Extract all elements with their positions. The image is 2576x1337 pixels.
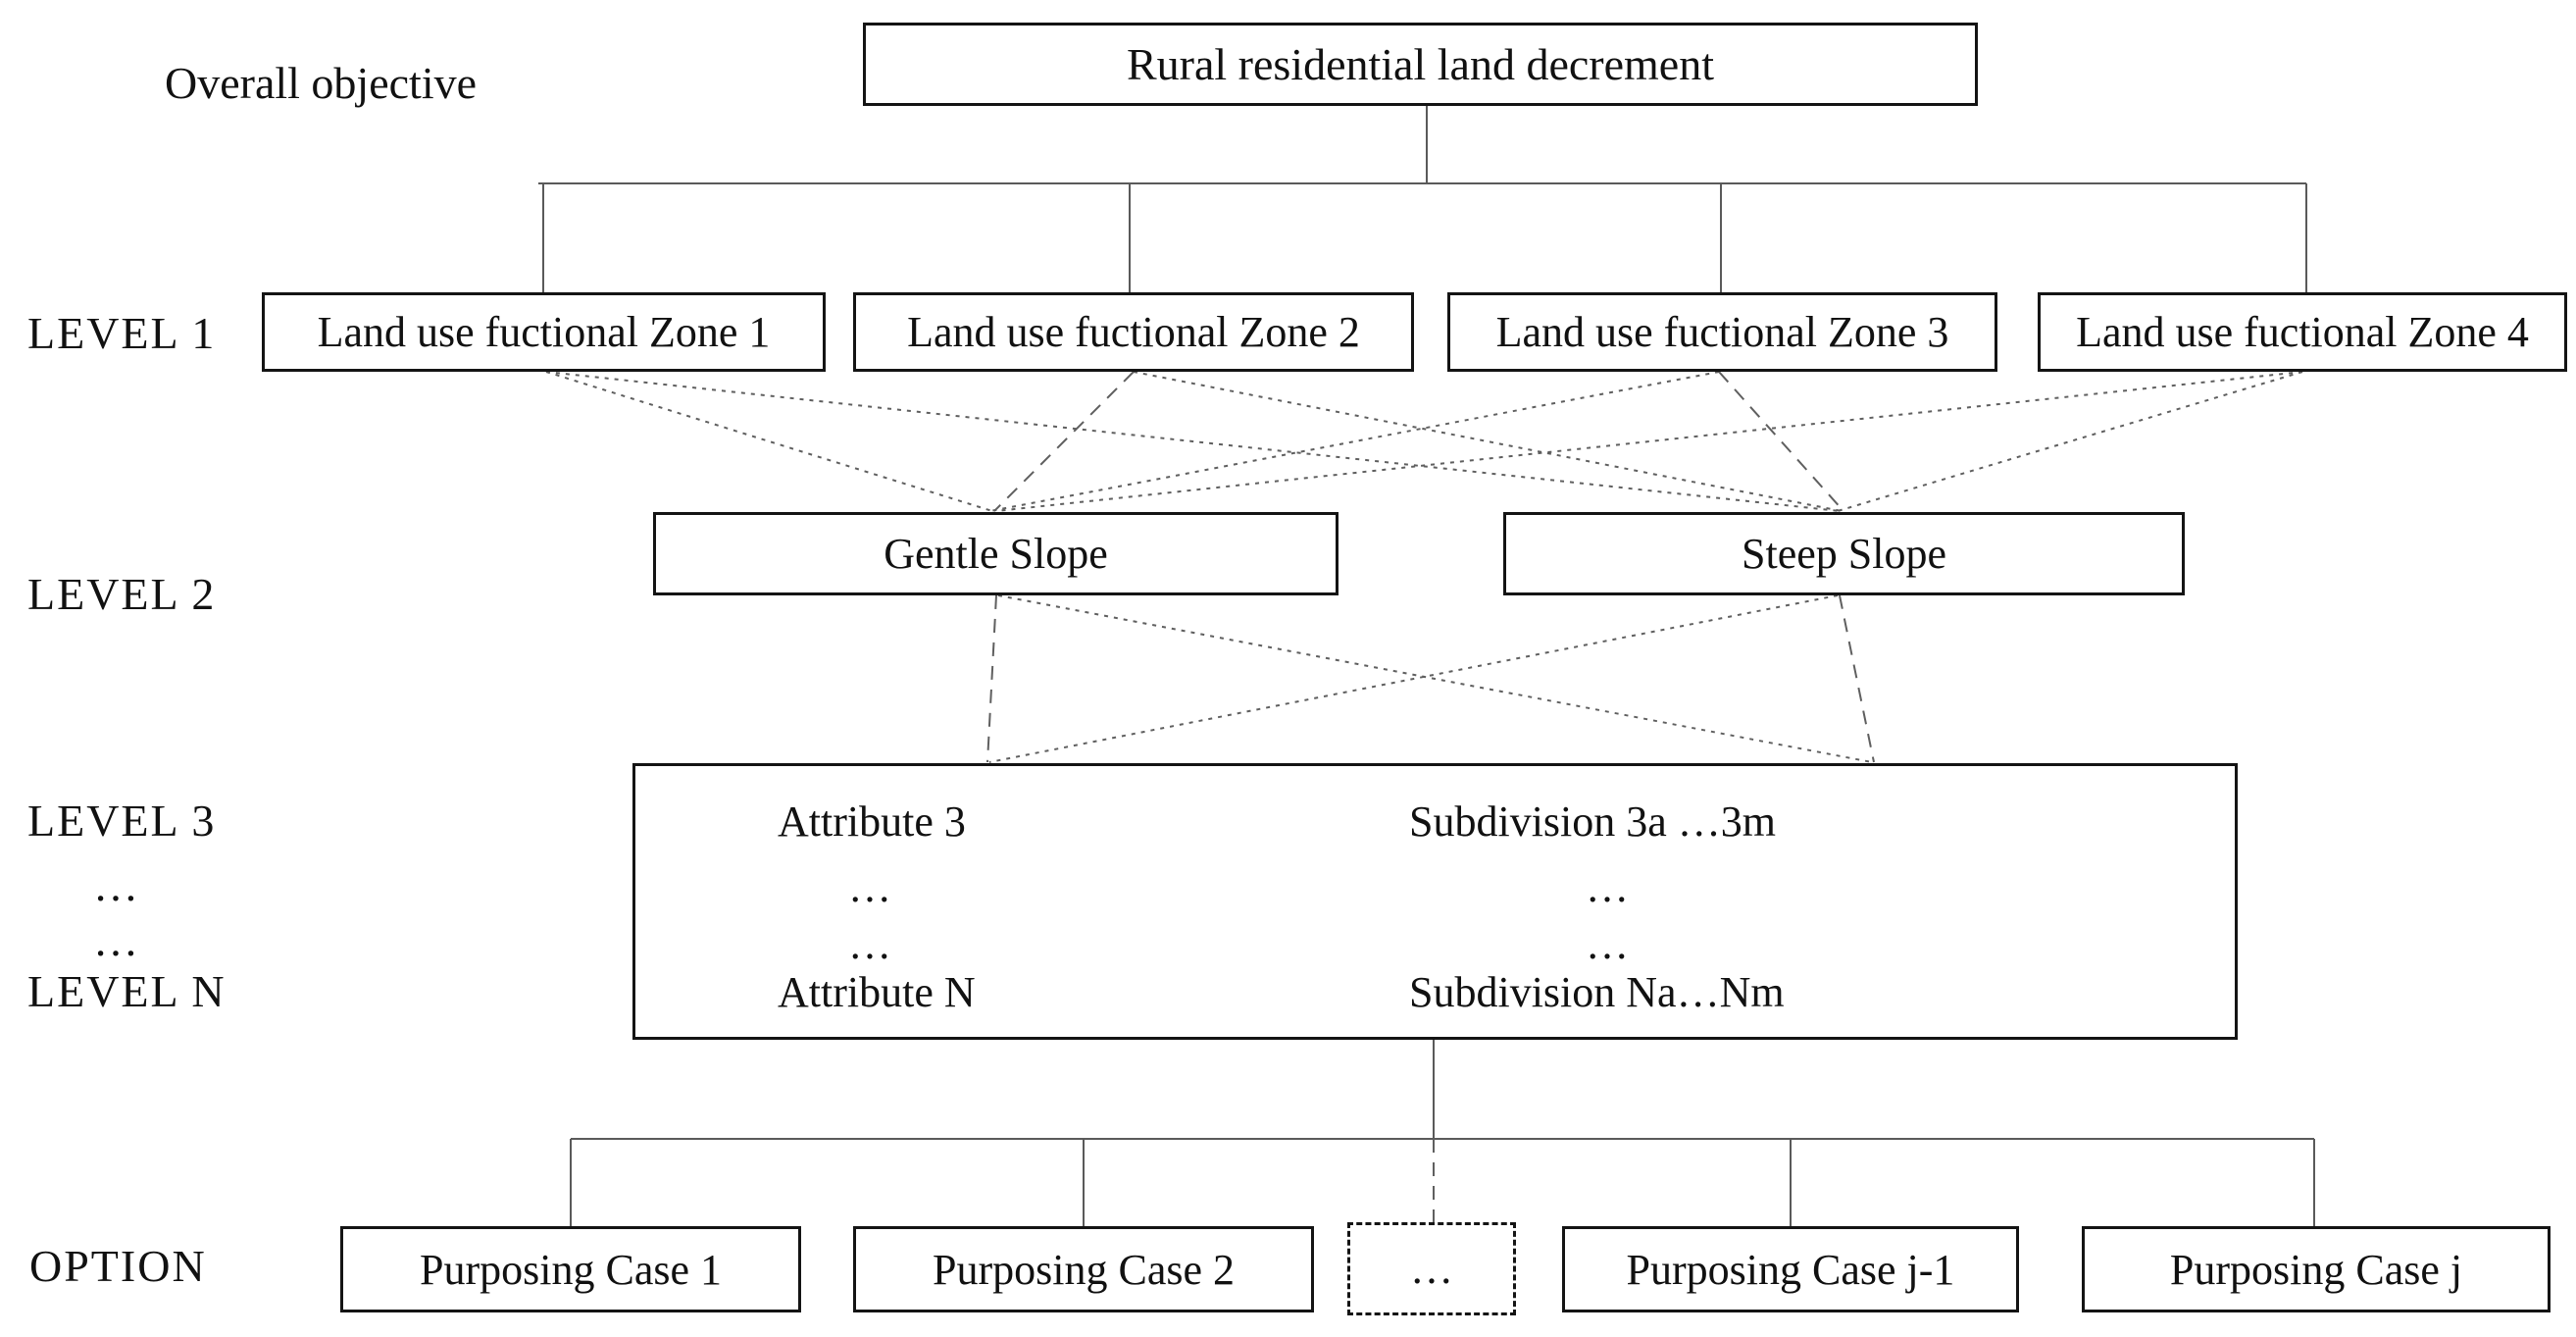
purposing-case-j-node: Purposing Case j bbox=[2082, 1226, 2551, 1312]
purposing-case-j-1-node: Purposing Case j-1 bbox=[1562, 1226, 2019, 1312]
zone-4-node: Land use fuctional Zone 4 bbox=[2038, 292, 2567, 372]
level-dots-label-1: … bbox=[93, 860, 138, 910]
zone-1-node: Land use fuctional Zone 1 bbox=[262, 292, 826, 372]
steep-slope-node: Steep Slope bbox=[1503, 512, 2185, 595]
level2-to-level3-links bbox=[986, 594, 1875, 763]
attribute-row-2: … bbox=[848, 863, 891, 911]
subdivision-row-2: … bbox=[1586, 863, 1629, 911]
option-label: OPTION bbox=[29, 1241, 207, 1291]
subdivision-row-1: Subdivision 3a …3m bbox=[1409, 797, 1777, 846]
attribute-row-4: Attribute N bbox=[778, 968, 976, 1016]
subdivision-row-4: Subdivision Na…Nm bbox=[1409, 968, 1785, 1016]
level1-to-level2-links bbox=[545, 371, 2303, 512]
zone-3-node: Land use fuctional Zone 3 bbox=[1447, 292, 1997, 372]
purposing-case-ellipsis-node: … bbox=[1347, 1222, 1516, 1315]
level-2-label: LEVEL 2 bbox=[27, 569, 217, 619]
attributes-subdivisions-node bbox=[632, 763, 2238, 1040]
subdivision-row-3: … bbox=[1586, 920, 1629, 968]
level-n-label: LEVEL N bbox=[27, 966, 227, 1016]
purposing-case-2-node: Purposing Case 2 bbox=[853, 1226, 1314, 1312]
gentle-slope-node: Gentle Slope bbox=[653, 512, 1339, 595]
root-to-level1-connector bbox=[538, 106, 2307, 293]
purposing-case-1-node: Purposing Case 1 bbox=[340, 1226, 801, 1312]
overall-objective-label: Overall objective bbox=[165, 58, 478, 108]
level-3-label: LEVEL 3 bbox=[27, 796, 217, 846]
root-node: Rural residential land decrement bbox=[863, 23, 1978, 106]
level-1-label: LEVEL 1 bbox=[27, 308, 217, 358]
level-dots-label-2: … bbox=[93, 915, 138, 965]
zone-2-node: Land use fuctional Zone 2 bbox=[853, 292, 1414, 372]
attribute-row-1: Attribute 3 bbox=[778, 797, 966, 846]
levelN-to-option-connector bbox=[570, 1040, 2315, 1227]
attribute-row-3: … bbox=[848, 920, 891, 968]
